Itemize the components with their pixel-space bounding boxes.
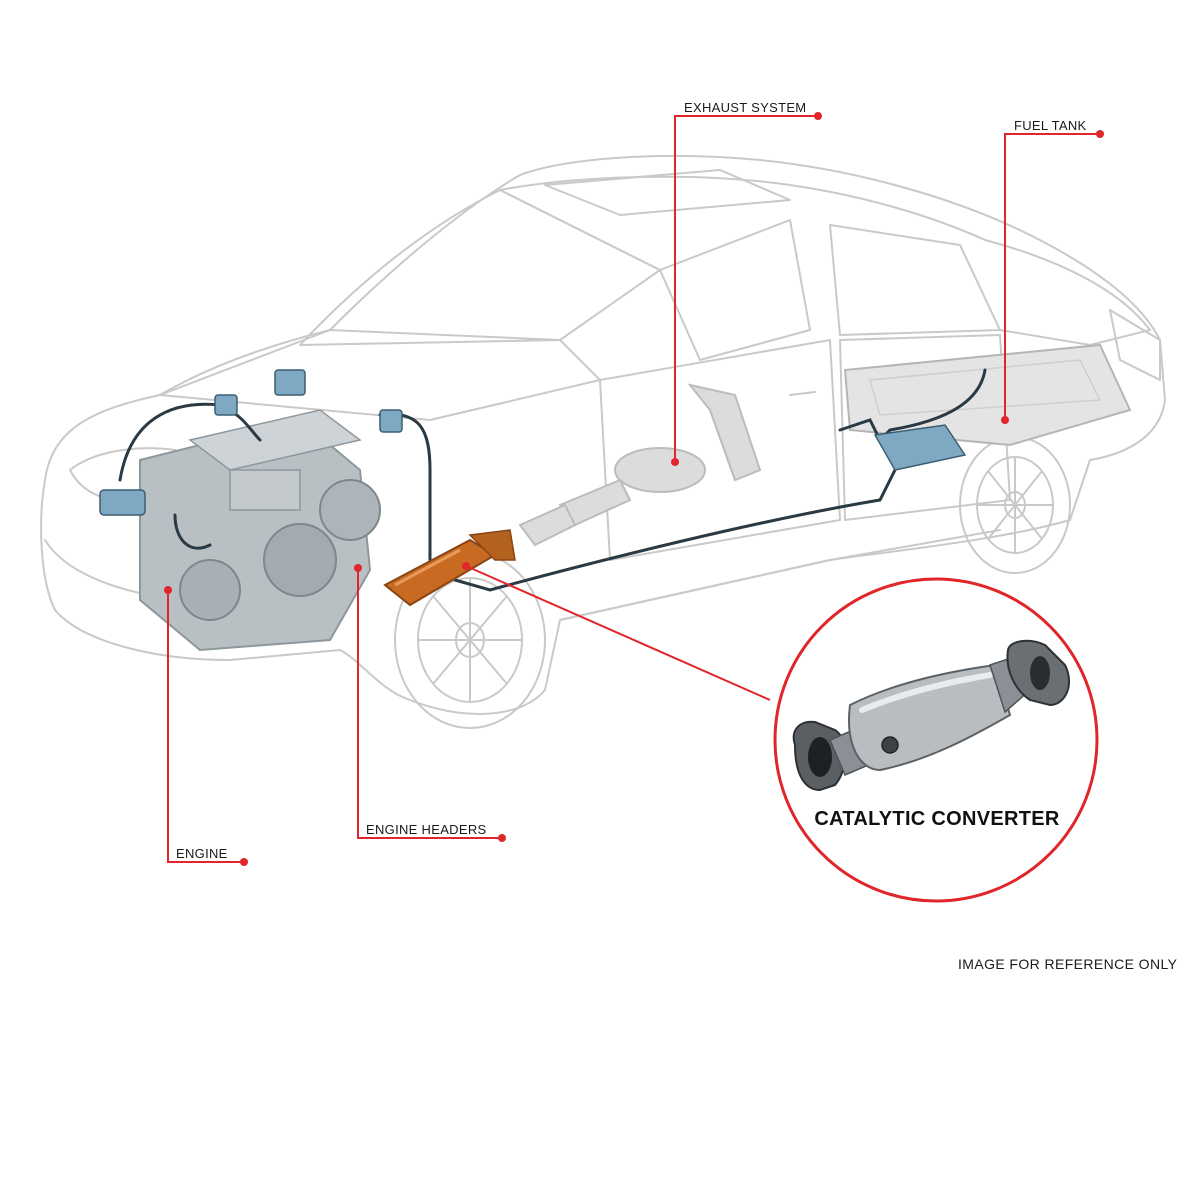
catalytic-converter-in-car [383, 529, 516, 607]
leader-engine [167, 590, 244, 863]
engine-block [139, 409, 381, 652]
front-door [599, 339, 841, 561]
label-exhaust-system: EXHAUST SYSTEM [684, 100, 807, 115]
leader-fuel [1004, 133, 1100, 420]
front-window [659, 219, 811, 361]
leader-dots [164, 112, 1104, 866]
sensor-parts [99, 369, 967, 516]
label-engine-headers: ENGINE HEADERS [366, 822, 487, 837]
rear-window [829, 224, 1001, 336]
trunk [984, 239, 1151, 346]
label-fuel-tank: FUEL TANK [1014, 118, 1087, 133]
leader-catalytic [465, 565, 771, 701]
wheels [394, 436, 1071, 729]
label-catalytic-converter: CATALYTIC CONVERTER [814, 808, 1060, 830]
label-engine: ENGINE [176, 846, 228, 861]
reference-note: IMAGE FOR REFERENCE ONLY [958, 956, 1178, 972]
taillight [1109, 309, 1161, 381]
leader-headers [357, 568, 502, 839]
windshield [299, 189, 661, 346]
leader-exhaust [674, 115, 818, 462]
roof-line [499, 175, 986, 241]
rear-wheel [959, 436, 1071, 574]
car-body [40, 155, 1166, 715]
catalytic-converter-closeup [792, 639, 1070, 792]
exhaust-pipes [518, 383, 762, 547]
side-skirt [559, 529, 1001, 621]
leader-lines [167, 115, 1100, 863]
door-handle-front [789, 391, 816, 396]
sunroof [544, 169, 791, 216]
hood [159, 329, 601, 421]
fuel-tank-part [843, 343, 1132, 447]
